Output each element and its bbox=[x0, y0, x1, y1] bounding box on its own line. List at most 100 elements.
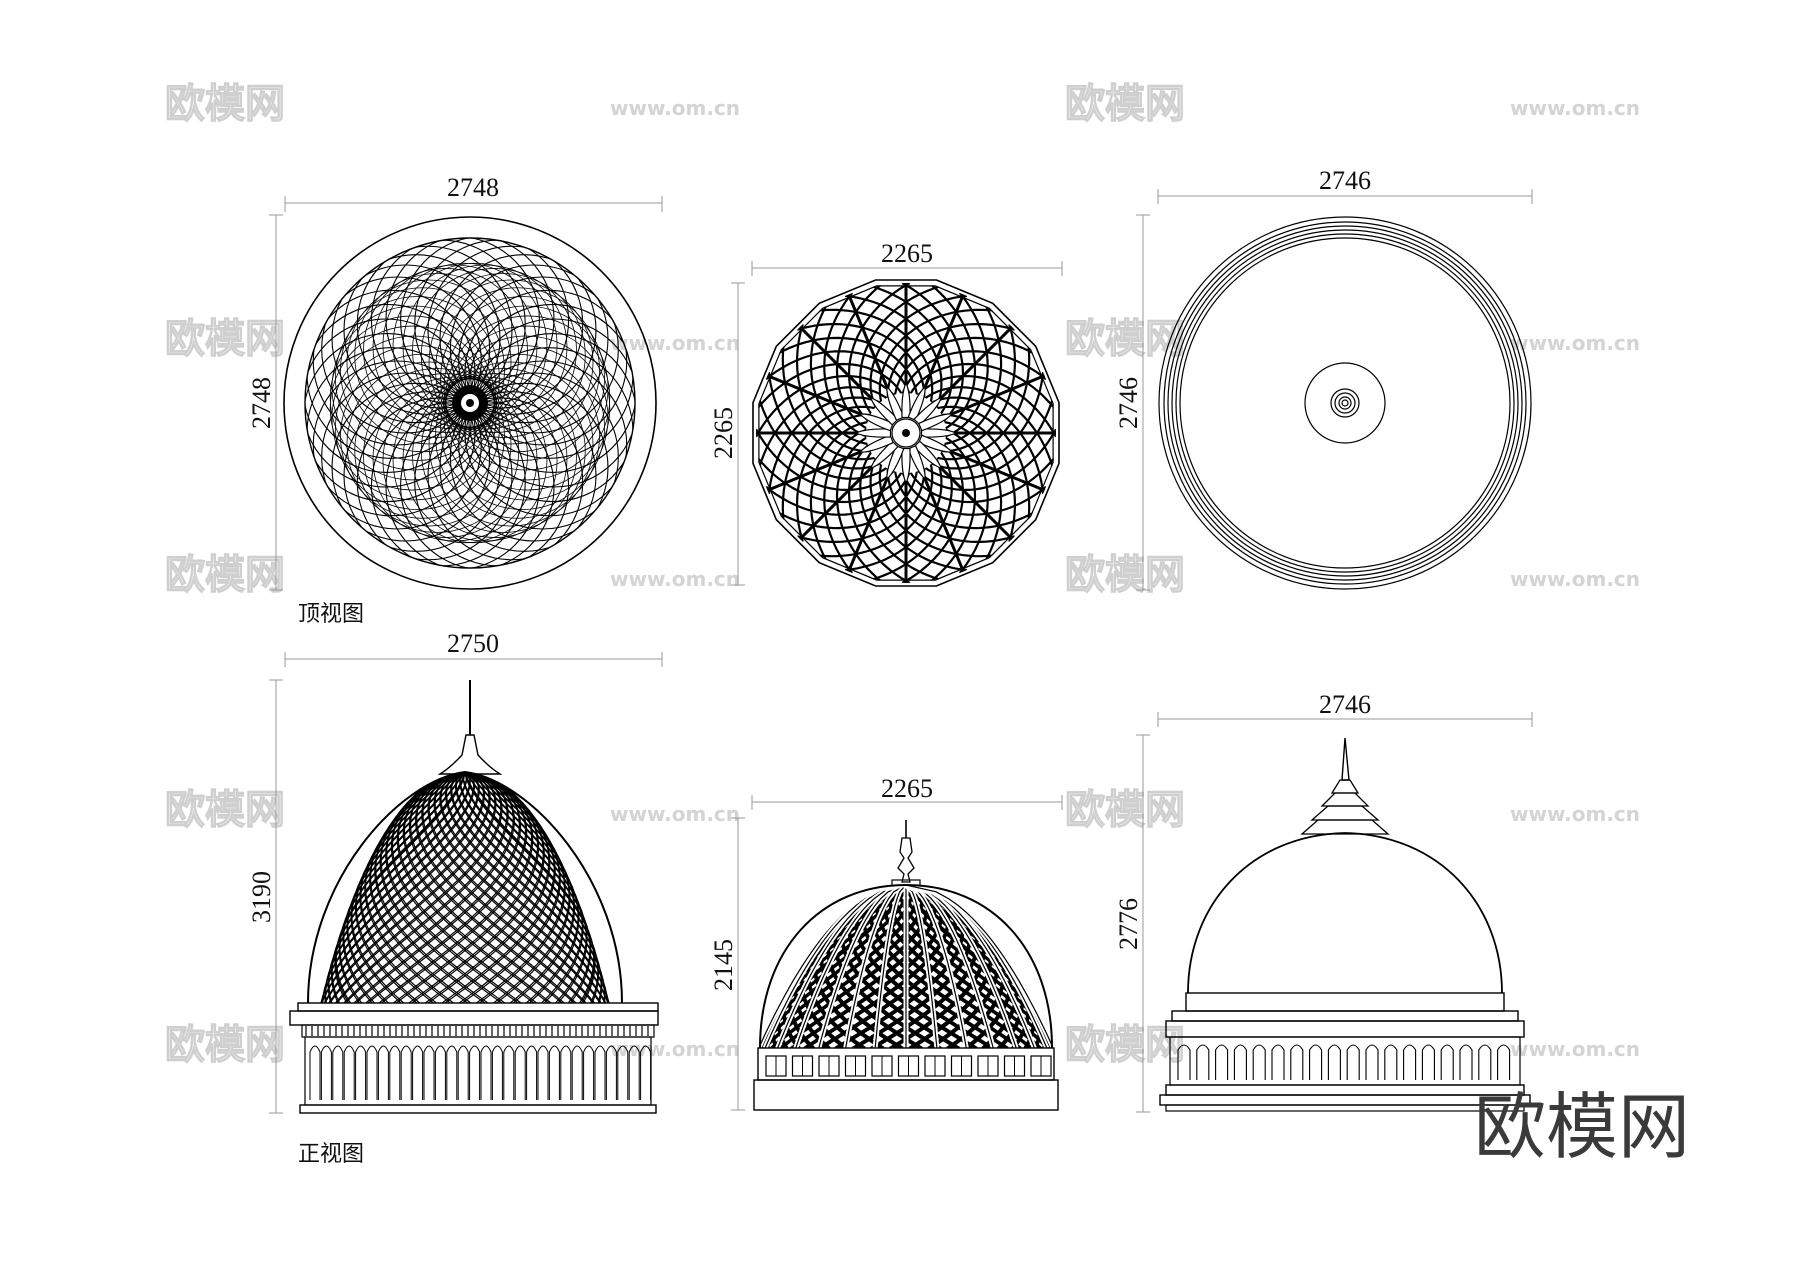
rib-spoke bbox=[936, 463, 1014, 541]
spiral-ring bbox=[340, 353, 505, 519]
spiral-ring bbox=[458, 276, 628, 446]
rib bbox=[764, 885, 907, 1048]
lattice-strut bbox=[321, 772, 491, 1003]
drum-arch bbox=[514, 1045, 526, 1100]
flower-petal bbox=[886, 385, 905, 421]
lattice-strut bbox=[901, 283, 964, 429]
drum-arch bbox=[412, 1045, 424, 1100]
drum-arch bbox=[1290, 1044, 1304, 1080]
spiral-ring bbox=[449, 264, 619, 434]
lattice-strut bbox=[343, 772, 514, 1003]
lattice-strut bbox=[441, 772, 555, 1003]
rib-spoke bbox=[946, 448, 1046, 492]
lattice-strut bbox=[886, 457, 1015, 543]
watermark-url: www.om.cn bbox=[610, 96, 740, 120]
drum-arch bbox=[617, 1045, 629, 1100]
lattice-strut bbox=[930, 413, 1016, 542]
flower-petal bbox=[869, 440, 899, 470]
drum-arch bbox=[320, 1045, 332, 1100]
drum-arch bbox=[1252, 1044, 1266, 1080]
drum-arch bbox=[594, 1045, 606, 1100]
lattice-strut bbox=[823, 292, 877, 440]
front-view-smooth-dome: 2746 2776 bbox=[1114, 690, 1533, 1113]
lattice-strut bbox=[823, 426, 877, 574]
lattice-strut bbox=[910, 428, 1056, 491]
lattice-strut bbox=[464, 772, 566, 1003]
finial-ring bbox=[1338, 396, 1352, 410]
drum-arch bbox=[480, 1045, 492, 1100]
lattice-strut bbox=[765, 462, 913, 516]
drum-arch bbox=[343, 1045, 355, 1100]
drum-arch bbox=[548, 1045, 560, 1100]
watermark-brand: 欧模网 bbox=[165, 316, 285, 362]
drum-arch bbox=[1365, 1044, 1379, 1080]
dim-br-height: 2776 bbox=[1114, 898, 1143, 950]
flower-petal bbox=[918, 434, 954, 453]
dim-bl-height: 3190 bbox=[247, 871, 276, 923]
lattice-strut bbox=[886, 323, 1015, 409]
top-view-label: 顶视图 bbox=[298, 602, 364, 627]
lattice-strut bbox=[464, 772, 595, 1003]
flower-petal bbox=[901, 381, 911, 419]
spiral-ring bbox=[420, 368, 586, 533]
lattice-strut bbox=[365, 772, 527, 1003]
drum-arch bbox=[1327, 1044, 1341, 1080]
drum-arch bbox=[1271, 1044, 1285, 1080]
top-view-spiral-lattice: 2748 2748 顶视图 bbox=[247, 173, 663, 627]
flower-dot bbox=[902, 429, 910, 437]
lattice-strut bbox=[796, 324, 882, 453]
front-view-onion-dome: 2750 3190 正视图 bbox=[247, 629, 663, 1167]
rib bbox=[845, 885, 907, 1048]
lattice-strut bbox=[327, 772, 472, 1003]
finial-ring bbox=[1334, 392, 1356, 414]
spiral-ring bbox=[329, 315, 495, 481]
drum-arch bbox=[503, 1045, 515, 1100]
lattice-strut bbox=[320, 772, 486, 1003]
rib-spoke bbox=[766, 374, 866, 418]
drum-arch bbox=[605, 1045, 617, 1100]
lattice-strut bbox=[464, 772, 583, 1003]
drum-arch bbox=[628, 1045, 640, 1100]
drum-arch bbox=[366, 1045, 378, 1100]
flower-petal bbox=[901, 447, 911, 485]
lattice-strut bbox=[930, 324, 1016, 453]
dome-ring bbox=[1179, 237, 1511, 569]
drum-arch bbox=[560, 1045, 572, 1100]
lattice-strut bbox=[922, 396, 1045, 495]
drum-arch bbox=[332, 1045, 344, 1100]
lattice-strut bbox=[339, 772, 466, 1003]
dome-ring bbox=[1158, 216, 1532, 590]
rib-spoke bbox=[921, 293, 965, 393]
watermark-url: www.om.cn bbox=[610, 802, 740, 826]
dim-tm-height: 2265 bbox=[709, 407, 738, 459]
lattice-strut bbox=[464, 772, 587, 1003]
rib-spoke bbox=[798, 463, 876, 541]
spiral-ring bbox=[443, 305, 609, 471]
lattice-strut bbox=[935, 292, 989, 440]
drum-arch bbox=[640, 1045, 652, 1100]
dim-tr-width: 2746 bbox=[1319, 166, 1371, 195]
watermark-brand: 欧模网 bbox=[1065, 1022, 1185, 1068]
dome-ring bbox=[1171, 229, 1519, 577]
lattice-strut bbox=[848, 283, 911, 429]
rib bbox=[818, 885, 907, 1048]
rib bbox=[905, 885, 967, 1048]
rib bbox=[795, 885, 907, 1048]
lattice-strut bbox=[346, 772, 466, 1003]
spiral-ring bbox=[420, 273, 586, 438]
drum-arch bbox=[355, 1045, 367, 1100]
lattice-strut bbox=[464, 772, 591, 1003]
drum-arch bbox=[1497, 1044, 1511, 1080]
lattice-strut bbox=[335, 772, 466, 1003]
lattice-strut bbox=[797, 457, 926, 543]
drum-arch bbox=[491, 1045, 503, 1100]
lattice-strut bbox=[797, 323, 926, 409]
front-view-label: 正视图 bbox=[298, 1142, 364, 1167]
lattice-strut bbox=[844, 449, 943, 572]
lattice-strut bbox=[796, 413, 882, 542]
watermark-brand: 欧模网 bbox=[165, 552, 285, 598]
lattice-strut bbox=[767, 371, 890, 470]
lattice-strut bbox=[464, 772, 570, 1003]
watermark-brand: 欧模网 bbox=[1065, 787, 1185, 833]
